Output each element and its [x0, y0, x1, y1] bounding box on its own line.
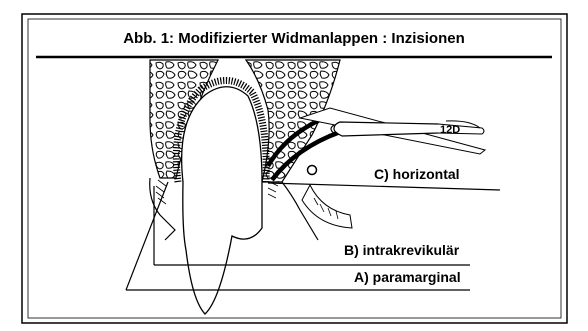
figure-title: Abb. 1: Modifizierter Widmanlappen : Inz… — [36, 30, 552, 47]
mucosa-curve — [302, 185, 352, 228]
incision-point-marker — [308, 166, 317, 175]
instrument-label: 12D — [440, 124, 460, 136]
label-horizontal: C) horizontal — [374, 166, 460, 182]
label-paramarginal: A) paramarginal — [354, 269, 461, 285]
tooth-outline — [182, 87, 262, 314]
scalpel-handle — [334, 122, 442, 136]
leader-paramarginal-diag — [126, 182, 168, 290]
leader-horizontal — [268, 183, 500, 190]
label-intrakrevikular: B) intrakrevikulär — [344, 242, 459, 258]
